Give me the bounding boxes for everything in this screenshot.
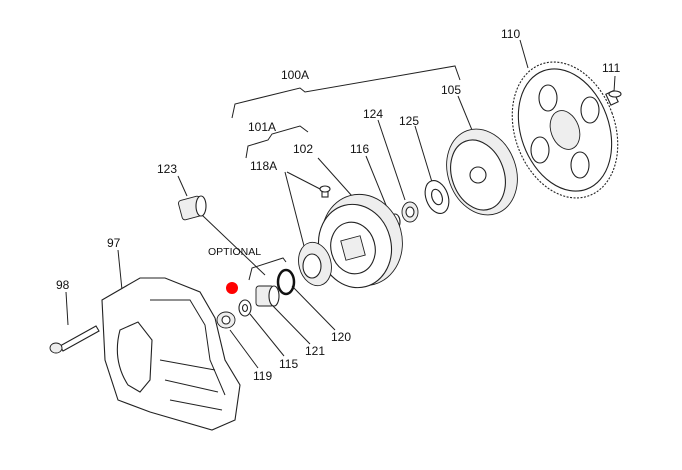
label-98: 98 xyxy=(56,278,70,292)
part-125-washer xyxy=(424,180,450,214)
label-124: 124 xyxy=(363,107,383,121)
bracket-optional xyxy=(248,257,287,281)
label-111: 111 xyxy=(602,61,621,75)
part-121-needle-bearing xyxy=(255,285,280,307)
label-102: 102 xyxy=(293,142,313,156)
part-123-needle-bearing xyxy=(178,195,207,221)
part-115-washer xyxy=(238,299,252,317)
red-marker-dot xyxy=(226,282,238,294)
label-optional: OPTIONAL xyxy=(208,246,261,258)
part-124-nut xyxy=(401,201,419,223)
leader-lines xyxy=(65,39,616,369)
label-123: 123 xyxy=(157,162,177,176)
part-118A-sprocket xyxy=(298,241,332,287)
part-118A-screw xyxy=(319,185,331,198)
label-121: 121 xyxy=(305,344,325,358)
part-98-bolt xyxy=(49,325,100,354)
part-97-housing xyxy=(101,277,241,431)
label-97: 97 xyxy=(107,236,121,250)
part-110-ring-gear xyxy=(511,61,619,199)
part-105-clutch-shoes xyxy=(446,128,518,216)
part-119-nut xyxy=(216,311,236,329)
bracket-101A xyxy=(245,125,309,159)
label-115: 115 xyxy=(279,357,298,371)
label-116: 116 xyxy=(350,142,369,156)
bracket-100A xyxy=(231,65,461,119)
label-110: 110 xyxy=(501,27,520,41)
label-105: 105 xyxy=(441,83,461,97)
label-120: 120 xyxy=(331,330,351,344)
part-111-screw xyxy=(605,90,622,106)
part-102-clutch-drum xyxy=(318,193,403,289)
part-labels: 110 111 100A 105 124 125 101A 116 102 11… xyxy=(56,27,621,383)
part-120-ring xyxy=(276,268,296,296)
label-125: 125 xyxy=(399,114,419,128)
label-101A: 101A xyxy=(248,120,276,134)
label-100A: 100A xyxy=(281,68,309,82)
label-118A: 118A xyxy=(250,159,277,173)
label-119: 119 xyxy=(253,369,272,383)
